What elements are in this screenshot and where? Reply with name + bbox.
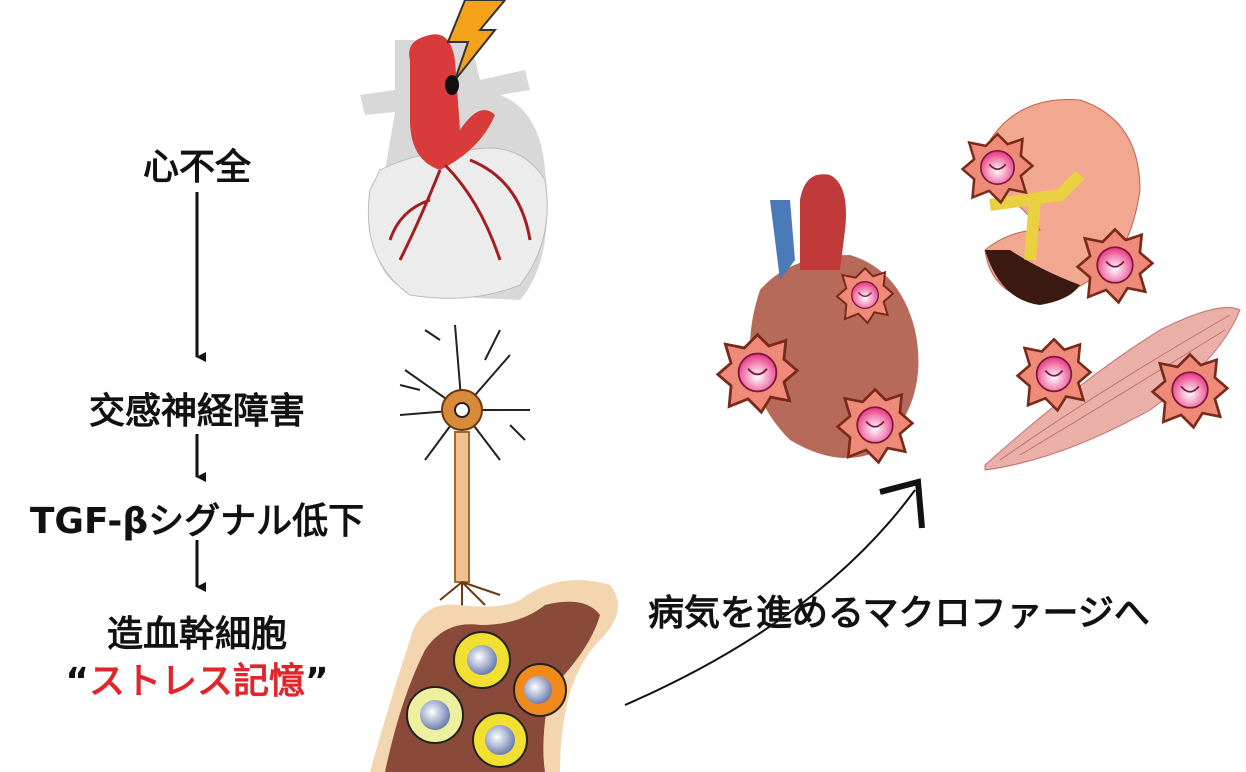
stress-memory-text: ストレス記憶 xyxy=(88,661,305,702)
flow-step-hematopoietic-stem-cells: 造血幹細胞 xyxy=(106,614,287,655)
flow-step-heart-failure: 心不全 xyxy=(142,147,251,188)
outcome-label: 病気を進めるマクロファージへ xyxy=(648,593,1150,634)
inflamed-heart-illustration xyxy=(716,174,919,464)
failing-heart-illustration xyxy=(360,0,548,300)
inflamed-kidney-illustration xyxy=(961,99,1154,305)
stem-cell xyxy=(453,631,511,689)
stem-cell xyxy=(513,663,567,717)
flow-step-tgf-beta-signal-decrease: TGF-βシグナル低下 xyxy=(29,501,365,542)
open-quote: “ xyxy=(65,661,89,702)
curved-arrow-head xyxy=(879,478,925,529)
stem-cell xyxy=(406,686,464,744)
neuron-illustration xyxy=(399,324,530,610)
close-quote: ” xyxy=(305,661,329,702)
inflamed-muscle-illustration xyxy=(984,307,1241,471)
stem-cell xyxy=(472,712,528,768)
curved-arrow xyxy=(624,489,916,706)
bone-marrow-illustration xyxy=(370,580,618,772)
flow-step-sympathetic-nerve-damage: 交感神経障害 xyxy=(88,391,305,432)
flow-step-stress-memory: “ストレス記憶” xyxy=(27,652,367,704)
